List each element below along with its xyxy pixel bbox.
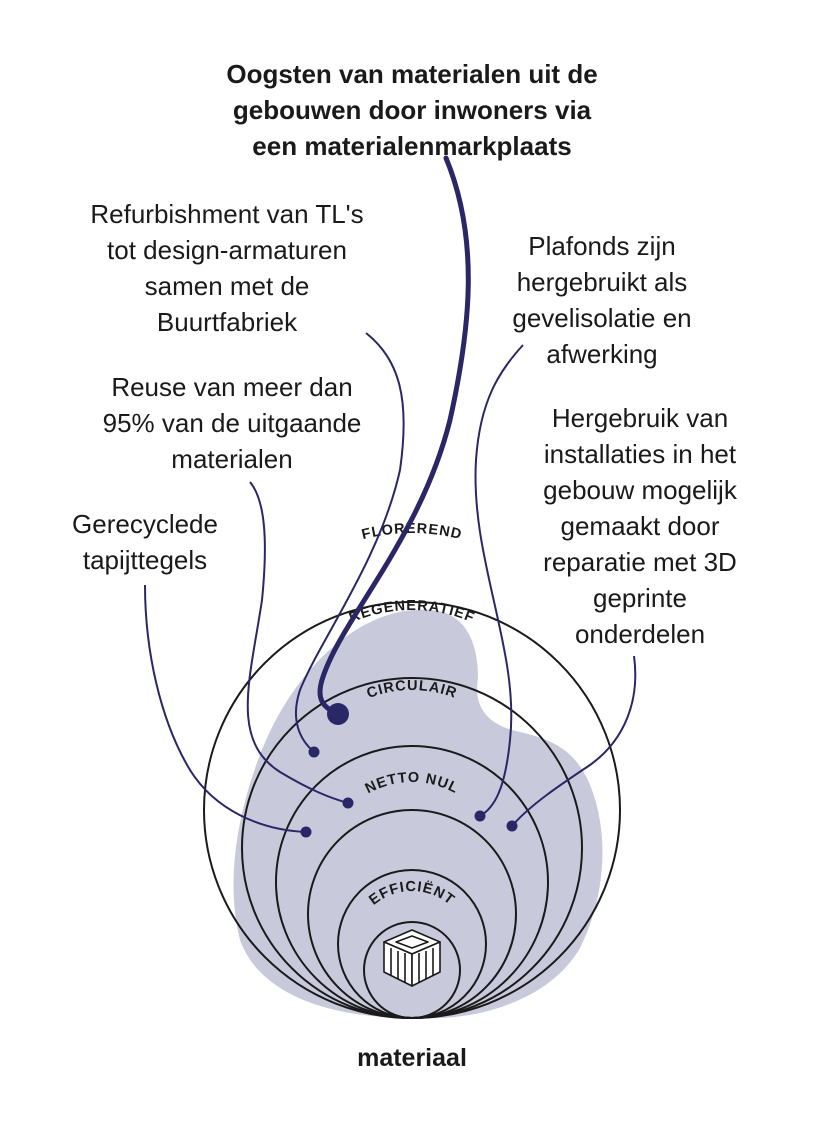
label-line: Gerecyclede <box>72 509 218 539</box>
title-line: gebouwen door inwoners via <box>232 95 592 125</box>
ring-label-circulair: CIRCULAIR <box>365 678 459 702</box>
label-line: 95% van de uitgaande <box>102 408 362 438</box>
title-line: Oogsten van materialen uit de <box>226 59 598 89</box>
label-refurbishment: Refurbishment van TL's tot design-armatu… <box>82 196 372 340</box>
label-line: Reuse van meer dan <box>111 372 353 402</box>
dot-installations <box>506 820 518 832</box>
footer-label: materiaal <box>357 1044 467 1072</box>
label-line: gebouw mogelijk <box>543 475 737 505</box>
connector-refurbishment <box>295 332 405 753</box>
ambition-rings <box>203 601 621 1019</box>
diagram-title: Oogsten van materialen uit de gebouwen d… <box>112 56 712 164</box>
dot-carpet <box>300 826 312 838</box>
label-line: Hergebruik van <box>551 403 729 433</box>
label-line: reparatie met 3D <box>543 547 737 577</box>
title-line: een materialenmarkplaats <box>252 131 572 161</box>
connector-title <box>317 155 471 717</box>
connector-installations <box>511 655 637 827</box>
label-line: hergebruikt als <box>516 267 688 297</box>
label-line: gevelisolatie en <box>512 303 692 333</box>
ambition-blob <box>233 609 603 1019</box>
label-line: materialen <box>171 444 293 474</box>
connectors <box>144 332 637 833</box>
label-line: onderdelen <box>574 619 706 649</box>
label-carpet: Gerecyclede tapijttegels <box>40 506 250 578</box>
label-line: geprinte <box>593 583 687 613</box>
label-line: installaties in het <box>543 439 737 469</box>
label-line: Buurtfabriek <box>156 307 298 337</box>
connector-ceilings <box>474 344 524 817</box>
label-ceilings: Plafonds zijn hergebruikt als gevelisola… <box>482 228 722 372</box>
svg-text:CIRCULAIR: CIRCULAIR <box>365 678 460 702</box>
label-line: afwerking <box>546 339 658 369</box>
label-line: tapijttegels <box>82 545 208 575</box>
dot-reuse <box>342 797 354 809</box>
dot-ceilings <box>474 810 486 822</box>
ring-label-florerend: FLOREREND <box>360 521 463 543</box>
label-line: Refurbishment van TL's <box>90 199 364 229</box>
dot-refurbishment <box>308 746 320 758</box>
svg-text:FLOREREND: FLOREREND <box>360 521 464 543</box>
dot-title <box>327 703 349 725</box>
connector-dots <box>300 703 518 838</box>
label-line: tot design-armaturen <box>107 235 347 265</box>
label-line: Plafonds zijn <box>528 231 676 261</box>
material-cube-icon <box>383 929 441 987</box>
connector-reuse <box>246 481 349 804</box>
label-installations: Hergebruik van installaties in het gebou… <box>500 400 780 652</box>
ring-core <box>363 921 461 1019</box>
label-line: samen met de <box>144 271 310 301</box>
connector-carpet <box>144 584 307 833</box>
label-reuse: Reuse van meer dan 95% van de uitgaande … <box>62 369 402 477</box>
label-line: gemaakt door <box>560 511 720 541</box>
